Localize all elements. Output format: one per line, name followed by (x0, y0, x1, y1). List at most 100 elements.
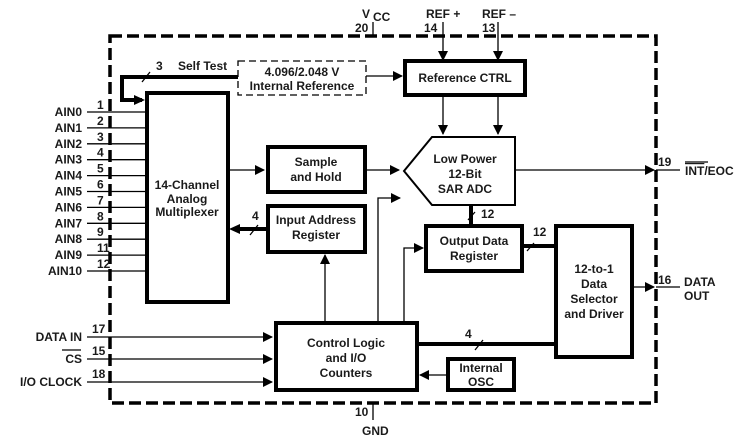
analog-input-pin-number: 12 (97, 257, 111, 271)
ctrl-line3: Counters (320, 366, 373, 380)
analog-input-ain7: AIN7 8 (55, 209, 147, 230)
analog-input-ain9: AIN9 11 (55, 241, 147, 262)
internal-osc-block: Internal OSC (446, 357, 516, 392)
chip-boundary (108, 34, 658, 405)
iar-line2: Register (292, 228, 340, 242)
int-eoc-label: INT/EOC (685, 161, 734, 178)
adc-line2: 12-Bit (448, 167, 481, 181)
digital-input-pin-number: 18 (92, 367, 106, 381)
digital-input-label: CS (65, 352, 82, 366)
ref-minus-pin-number: 13 (482, 21, 496, 35)
ctrl-line2: and I/O (326, 351, 367, 365)
pin-vcc: V CC 20 (355, 7, 391, 36)
reference-ctrl-block: Reference CTRL (403, 59, 527, 97)
analog-input-ain1: AIN1 2 (55, 114, 147, 135)
odr-line1: Output Data (440, 234, 509, 248)
output-data-register-block: Output Data Register (424, 224, 524, 273)
analog-input-pin-number: 1 (97, 98, 104, 112)
digital-input-label: DATA IN (36, 330, 82, 344)
adc-line3: SAR ADC (438, 182, 493, 196)
analog-input-label: AIN8 (55, 232, 83, 246)
vcc-label: V (362, 7, 370, 21)
self-test-label: Self Test (178, 59, 227, 73)
analog-input-label: AIN6 (55, 200, 83, 214)
pin-ref-minus: REF – 13 (482, 7, 516, 61)
int-eoc-pin-number: 19 (658, 155, 672, 169)
selector-line2: Data (581, 277, 607, 291)
multiplexer-block: 14-Channel Analog Multiplexer (145, 91, 230, 304)
analog-input-pin-number: 2 (97, 114, 104, 128)
gnd-label: GND (362, 424, 389, 438)
ref-minus-label: REF – (482, 7, 516, 21)
address-bus-width: 4 (252, 209, 259, 223)
analog-input-pin-number: 5 (97, 162, 104, 176)
selector-line1: 12-to-1 (574, 262, 614, 276)
analog-input-ain6: AIN6 7 (55, 193, 147, 214)
selector-line3: Selector (570, 292, 618, 306)
data-out-label-2: OUT (684, 289, 710, 303)
analog-input-pin-number: 7 (97, 193, 104, 207)
data-out-label-1: DATA (684, 275, 716, 289)
self-test-bus (120, 75, 238, 102)
ctrl-selector-width: 4 (465, 327, 472, 341)
analog-input-ain2: AIN2 3 (55, 130, 147, 151)
analog-input-pin-number: 4 (97, 146, 104, 160)
analog-input-ain5: AIN5 6 (55, 178, 147, 199)
analog-input-ain8: AIN8 9 (55, 225, 147, 246)
self-test-width: 3 (156, 59, 163, 73)
mux-line3: Multiplexer (155, 205, 219, 219)
adc-out-width: 12 (481, 207, 495, 221)
analog-input-pin-number: 11 (97, 241, 110, 255)
sample-hold-block: Sample and Hold (266, 145, 367, 194)
internal-reference-block: 4.096/2.048 V Internal Reference (237, 60, 367, 96)
osc-line2: OSC (468, 375, 494, 389)
analog-input-pin-number: 8 (97, 209, 104, 223)
analog-input-ain3: AIN3 4 (55, 146, 147, 167)
vcc-sub: CC (373, 10, 391, 24)
selector-line4: and Driver (564, 307, 624, 321)
digital-input-label: I/O CLOCK (20, 375, 82, 389)
analog-input-label: AIN9 (55, 248, 83, 262)
odr-out-width: 12 (533, 225, 547, 239)
analog-input-label: AIN3 (55, 153, 83, 167)
iar-line1: Input Address (276, 213, 357, 227)
osc-line1: Internal (459, 361, 502, 375)
analog-input-label: AIN4 (55, 169, 83, 183)
analog-input-label: AIN2 (55, 137, 83, 151)
analog-input-ain4: AIN4 5 (55, 162, 147, 183)
sample-hold-line1: Sample (295, 155, 338, 169)
analog-input-label: AIN7 (55, 216, 83, 230)
analog-input-label: AIN1 (55, 121, 83, 135)
reference-ctrl-label: Reference CTRL (418, 71, 511, 85)
digital-input-cs: CS 15 (62, 344, 273, 366)
svg-text:INT/EOC: INT/EOC (685, 164, 734, 178)
internal-reference-line2: Internal Reference (250, 79, 355, 93)
odr-line2: Register (450, 249, 498, 263)
internal-reference-line1: 4.096/2.048 V (265, 65, 340, 79)
digital-input-data-in: DATA IN 17 (36, 322, 273, 344)
digital-input-pin-number: 15 (92, 344, 106, 358)
mux-line1: 14-Channel (155, 178, 220, 192)
ctrl-line1: Control Logic (307, 336, 385, 350)
analog-input-pin-number: 9 (97, 225, 104, 239)
gnd-pin-number: 10 (355, 405, 369, 419)
data-selector-block: 12-to-1 Data Selector and Driver (554, 224, 634, 359)
analog-input-pin-number: 6 (97, 178, 104, 192)
analog-input-pin-number: 3 (97, 130, 104, 144)
analog-input-ain10: AIN10 12 (48, 257, 147, 278)
control-logic-block: Control Logic and I/O Counters (274, 321, 419, 392)
vcc-pin-number: 20 (355, 21, 369, 35)
analog-input-label: AIN5 (55, 185, 83, 199)
adc-line1: Low Power (433, 152, 497, 166)
analog-input-label: AIN10 (48, 264, 82, 278)
pin-ref-plus: REF + 14 (424, 7, 460, 61)
analog-input-label: AIN0 (55, 105, 83, 119)
adc-block: Low Power 12-Bit SAR ADC (402, 136, 516, 206)
digital-input-pin-number: 17 (92, 322, 106, 336)
ref-plus-pin-number: 14 (424, 21, 438, 35)
digital-input-i-o-clock: I/O CLOCK 18 (20, 367, 273, 389)
pin-gnd: 10 GND (355, 403, 389, 438)
